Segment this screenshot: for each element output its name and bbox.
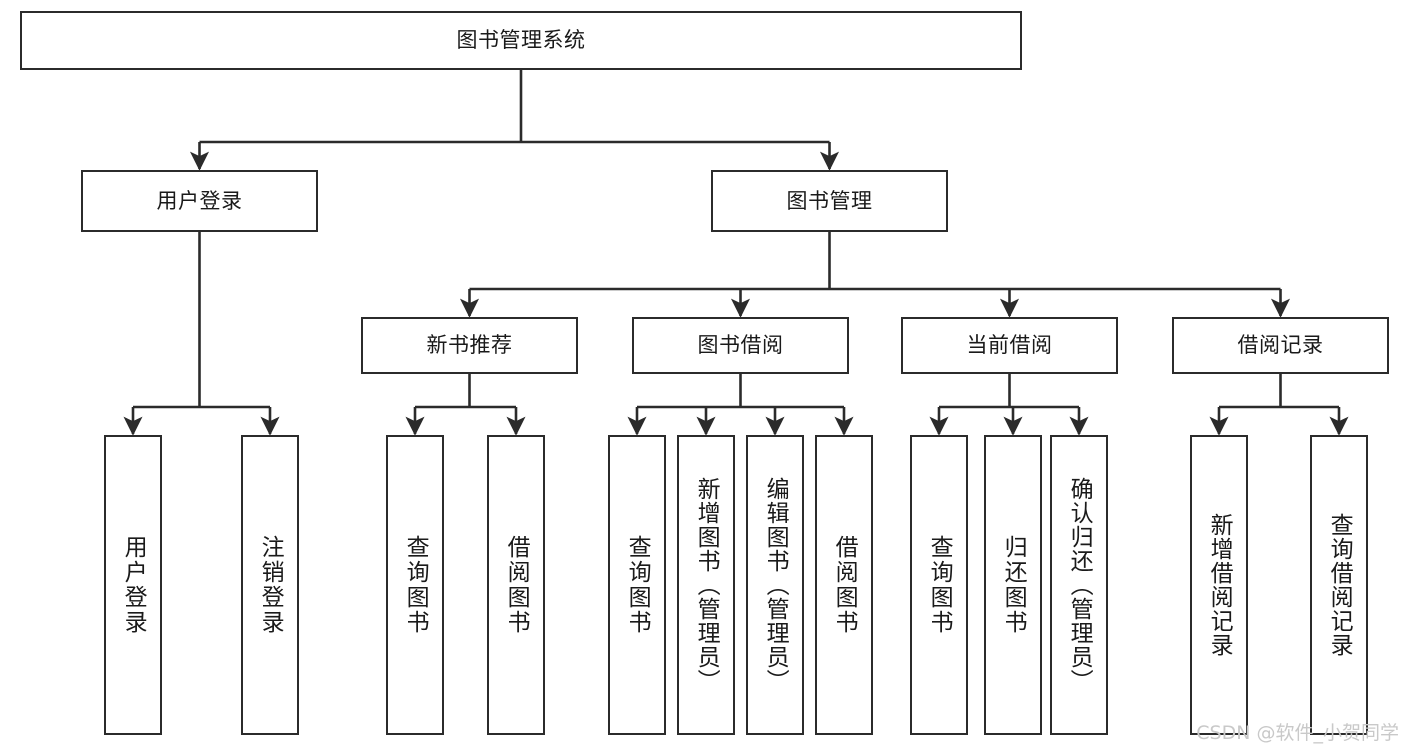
node-label: 确认归还（管理员）	[1066, 477, 1093, 693]
node-label: 查询图书	[402, 535, 429, 635]
node-leaf-return-book[interactable]: 归还图书	[984, 435, 1042, 735]
node-label: 查询借阅记录	[1326, 513, 1353, 657]
node-leaf-user-login[interactable]: 用户登录	[104, 435, 162, 735]
node-leaf-edit-book[interactable]: 编辑图书（管理员）	[746, 435, 804, 735]
node-leaf-query-record[interactable]: 查询借阅记录	[1310, 435, 1368, 735]
node-leaf-borrow-book-2[interactable]: 借阅图书	[815, 435, 873, 735]
node-leaf-query-book-2[interactable]: 查询图书	[608, 435, 666, 735]
node-label: 借阅记录	[1237, 333, 1324, 358]
node-loan-record[interactable]: 借阅记录	[1172, 317, 1389, 374]
node-label: 用户登录	[156, 188, 243, 213]
node-label: 查询图书	[624, 535, 651, 635]
node-leaf-add-book[interactable]: 新增图书（管理员）	[677, 435, 735, 735]
node-label: 图书借阅	[697, 333, 784, 358]
node-leaf-confirm-return[interactable]: 确认归还（管理员）	[1050, 435, 1108, 735]
node-label: 编辑图书（管理员）	[762, 477, 789, 693]
node-user-login[interactable]: 用户登录	[81, 170, 318, 232]
node-label: 新增借阅记录	[1206, 513, 1233, 657]
node-new-book-rec[interactable]: 新书推荐	[361, 317, 578, 374]
node-leaf-add-record[interactable]: 新增借阅记录	[1190, 435, 1248, 735]
node-label: 借阅图书	[831, 535, 858, 635]
node-leaf-user-logout[interactable]: 注销登录	[241, 435, 299, 735]
node-label: 当前借阅	[966, 333, 1053, 358]
node-leaf-borrow-book-1[interactable]: 借阅图书	[487, 435, 545, 735]
node-label: 查询图书	[926, 535, 953, 635]
node-label: 注销登录	[257, 535, 284, 635]
node-label: 新书推荐	[426, 333, 513, 358]
node-leaf-query-book-1[interactable]: 查询图书	[386, 435, 444, 735]
node-label: 归还图书	[1000, 535, 1027, 635]
node-root[interactable]: 图书管理系统	[20, 11, 1022, 70]
node-book-manage[interactable]: 图书管理	[711, 170, 948, 232]
node-label: 图书管理系统	[456, 28, 586, 53]
node-label: 图书管理	[786, 188, 873, 213]
node-label: 用户登录	[120, 535, 147, 635]
node-label: 借阅图书	[503, 535, 530, 635]
node-current-loan[interactable]: 当前借阅	[901, 317, 1118, 374]
node-label: 新增图书（管理员）	[693, 477, 720, 693]
csdn-watermark: CSDN @软件_小贺同学	[1196, 722, 1399, 744]
node-leaf-query-book-3[interactable]: 查询图书	[910, 435, 968, 735]
node-book-borrow[interactable]: 图书借阅	[632, 317, 849, 374]
